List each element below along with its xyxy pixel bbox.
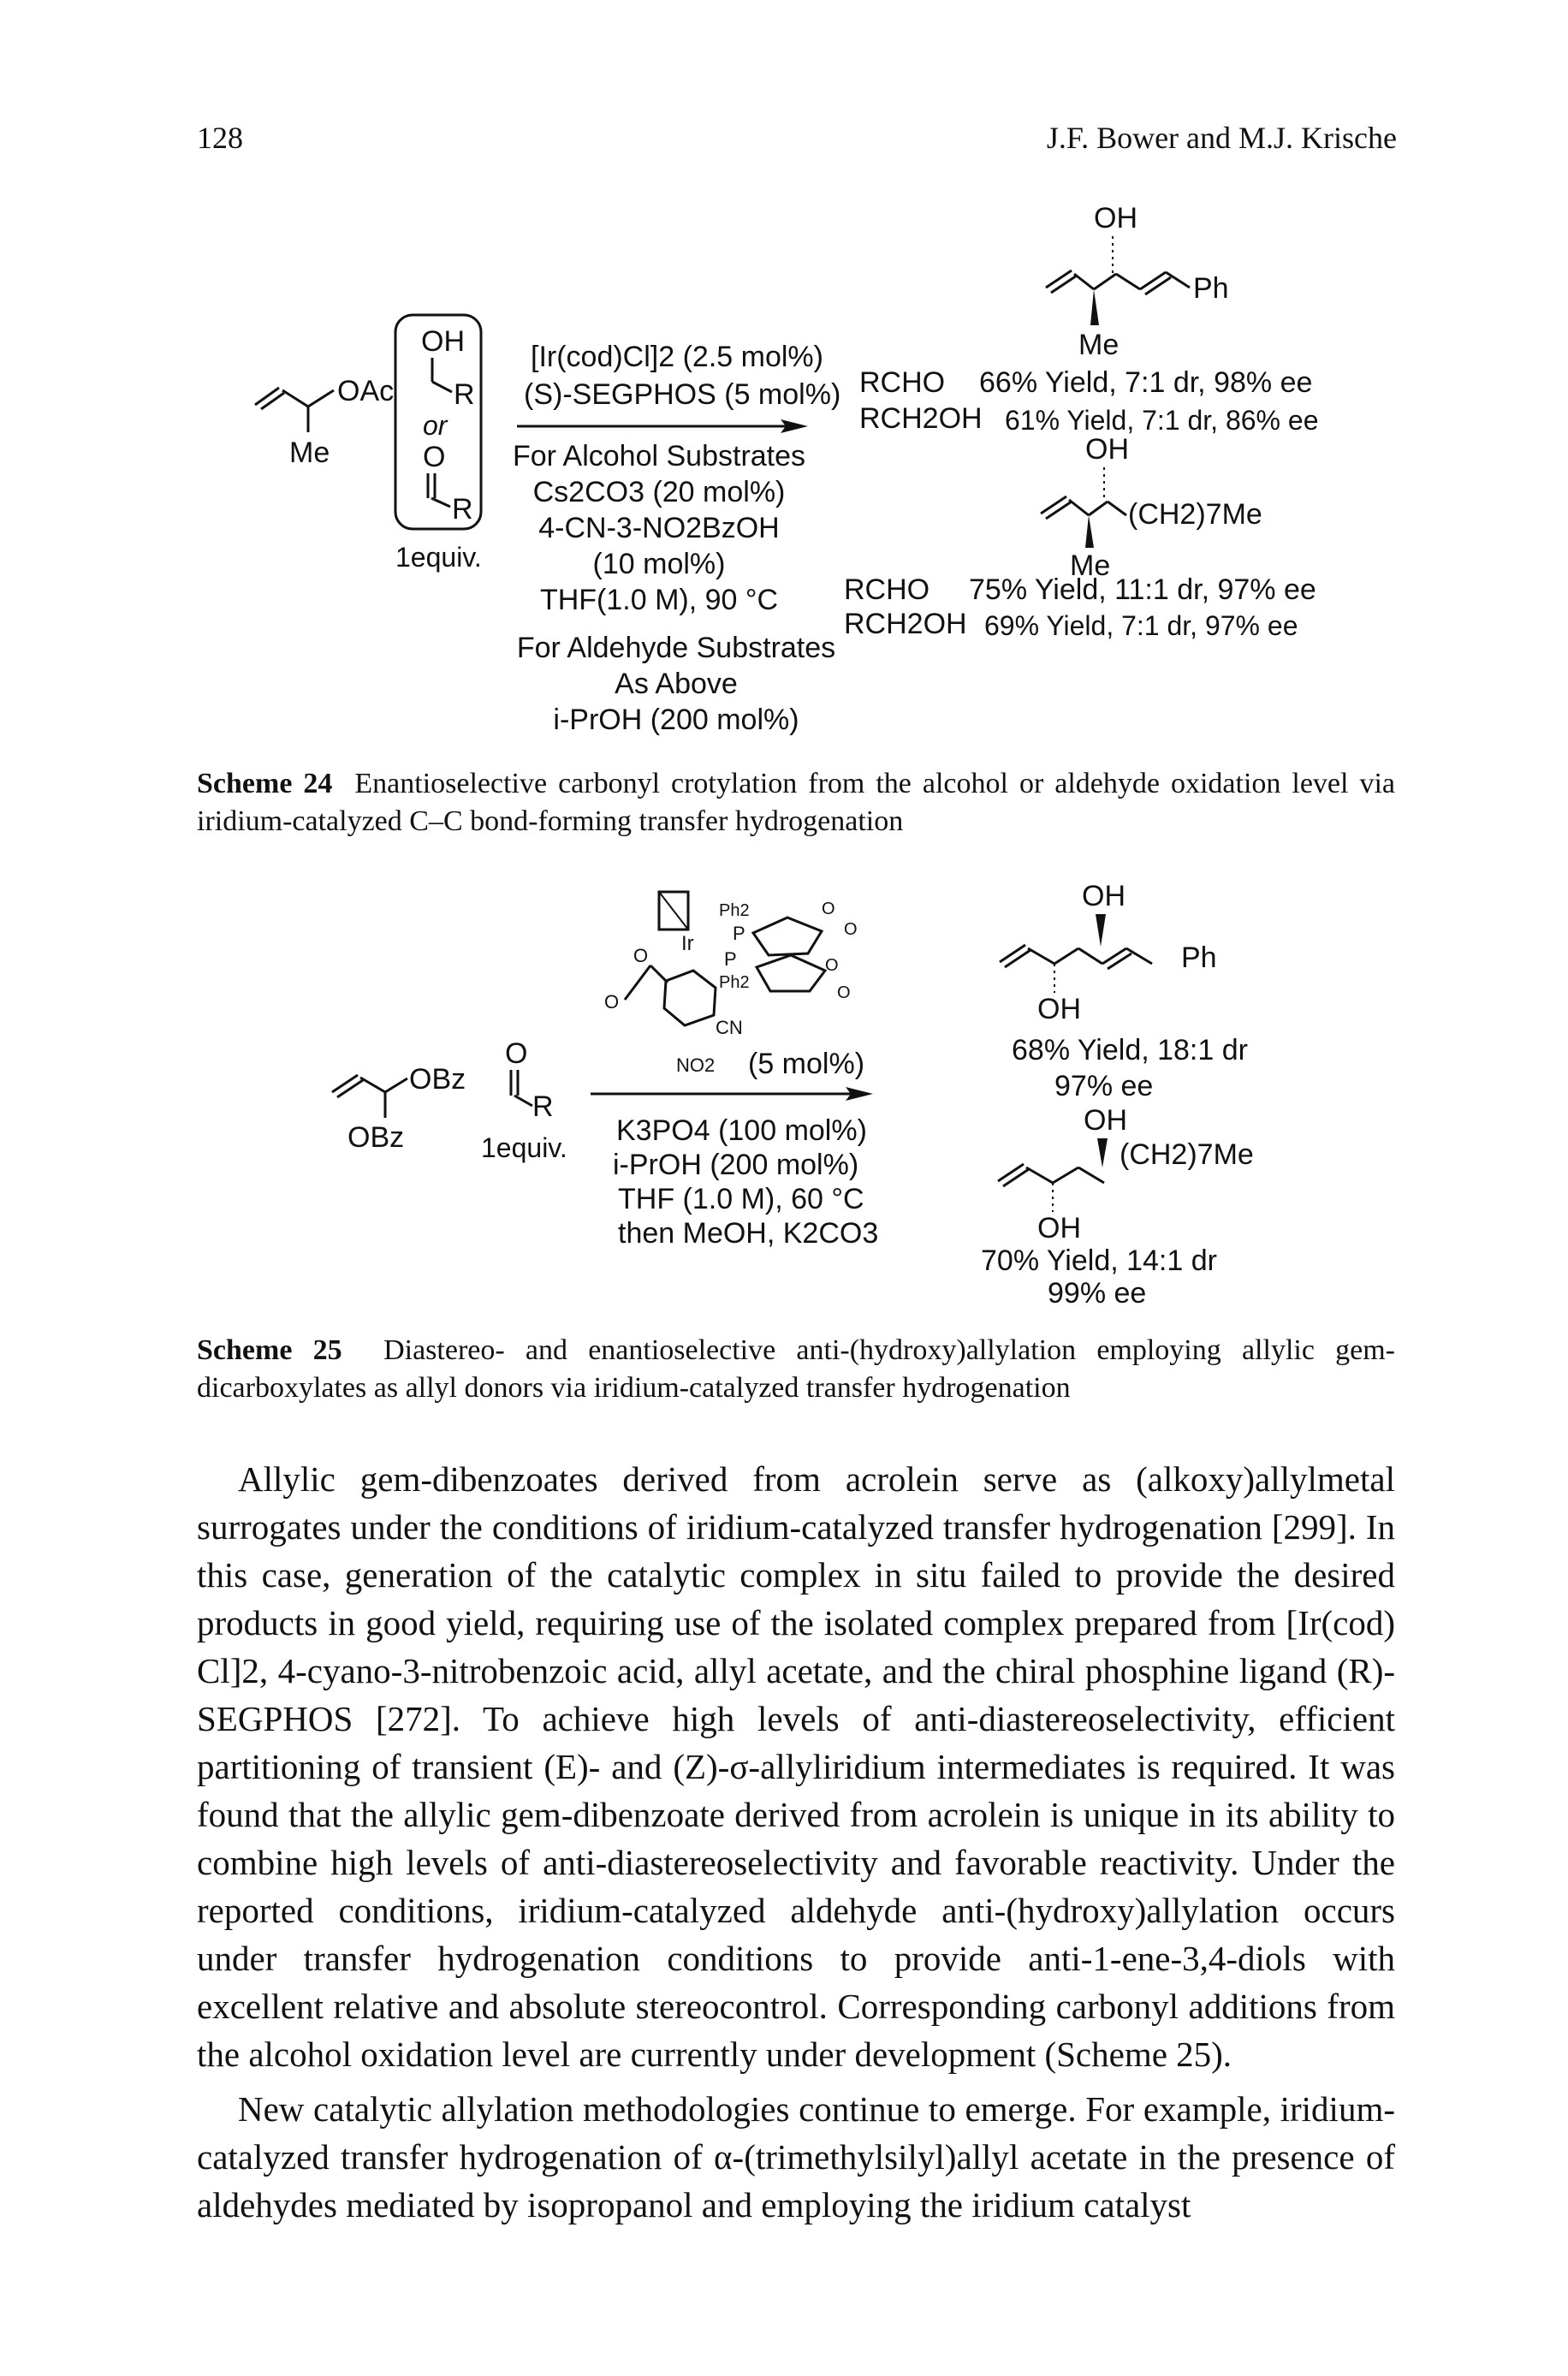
scheme-24-caption: Scheme 24 Enantioselective carbonyl crot… xyxy=(197,765,1395,841)
cat-no2: NO2 xyxy=(676,1054,715,1076)
bracket-or: or xyxy=(423,410,448,441)
p2-row2-result: 69% Yield, 7:1 dr, 97% ee xyxy=(984,610,1298,641)
scheme25-product1: OH Ph OH 68% Yield, 18:1 dr 97% ee xyxy=(999,882,1248,1102)
p1-oh: OH xyxy=(1094,202,1137,235)
scheme-25-caption: Scheme 25 Diastereo- and enantioselectiv… xyxy=(197,1332,1395,1407)
p25-1-oh-bottom: OH xyxy=(1037,993,1081,1025)
scheme24-reagent-bracket: OH R or O R 1equiv. xyxy=(394,313,483,573)
scheme-25-label: Scheme 25 xyxy=(197,1334,342,1366)
bracket-equiv: 1equiv. xyxy=(395,542,482,573)
cond25-2: i-PrOH (200 mol%) xyxy=(613,1149,858,1181)
cat-p1: P xyxy=(733,923,745,944)
reaction-arrowhead-25 xyxy=(846,1087,873,1101)
aldehyde-r: R xyxy=(532,1090,554,1123)
bracket-o: O xyxy=(423,441,445,473)
p2-row2-sub: RCH2OH xyxy=(844,608,967,640)
cond25-4: then MeOH, K2CO3 xyxy=(618,1217,878,1250)
bracket-oh: OH xyxy=(421,325,465,358)
p2-row1-sub: RCHO xyxy=(844,573,930,606)
p1-ph: Ph xyxy=(1193,272,1229,305)
p1-row1-sub: RCHO xyxy=(859,366,945,399)
cond-alcohol-3: (10 mol%) xyxy=(593,548,726,580)
p2-chain: (CH2)7Me xyxy=(1128,498,1262,531)
p2-me: Me xyxy=(1070,549,1110,582)
cond-aldehyde-header: For Aldehyde Substrates xyxy=(517,632,835,664)
page-number: 128 xyxy=(197,121,243,155)
scheme24-product2: OH (CH2)7Me Me RCHO 75% Yield, 11:1 dr, … xyxy=(844,433,1316,641)
scheme-25-caption-text: Diastereo- and enantioselective anti-(hy… xyxy=(197,1334,1396,1404)
scheme-24-label: Scheme 24 xyxy=(197,768,333,799)
cat-o5: O xyxy=(633,945,648,966)
p1-row2-result: 61% Yield, 7:1 dr, 86% ee xyxy=(1005,405,1318,436)
cat-o6: O xyxy=(604,991,619,1013)
scheme25-product2: OH (CH2)7Me OH 70% Yield, 14:1 dr 99% ee xyxy=(981,1104,1254,1310)
scheme25-aldehyde: O R 1equiv. xyxy=(481,1037,567,1163)
cat-o1: O xyxy=(822,900,835,918)
p25-1-result2: 97% ee xyxy=(1054,1070,1153,1102)
body-paragraph-2: New catalytic allylation methodologies c… xyxy=(197,2089,1395,2225)
p1-row1-result: 66% Yield, 7:1 dr, 98% ee xyxy=(979,366,1312,399)
body-text: Allylic gem-dibenzoates derived from acr… xyxy=(197,1455,1395,2229)
p2-row1-result: 75% Yield, 11:1 dr, 97% ee xyxy=(969,573,1316,606)
cond-ligand: (S)-SEGPHOS (5 mol%) xyxy=(524,378,840,411)
substrate-oac: OAc xyxy=(337,375,394,407)
body-paragraph-1: Allylic gem-dibenzoates derived from acr… xyxy=(197,1459,1395,2074)
cat-loading: (5 mol%) xyxy=(748,1048,864,1080)
cond-alcohol-4: THF(1.0 M), 90 °C xyxy=(540,584,778,616)
cat-p2: P xyxy=(724,948,737,970)
cond-aldehyde-1: As Above xyxy=(615,668,738,700)
scheme25-conditions: K3PO4 (100 mol%) i-PrOH (200 mol%) THF (… xyxy=(591,1087,878,1250)
cond-alcohol-2: 4-CN-3-NO2BzOH xyxy=(538,512,779,544)
bracket-r2: R xyxy=(452,493,473,526)
cond-aldehyde-2: i-PrOH (200 mol%) xyxy=(553,704,799,736)
cat-o2: O xyxy=(844,920,858,939)
cond25-1: K3PO4 (100 mol%) xyxy=(616,1114,867,1147)
scheme24-conditions: [Ir(cod)Cl]2 (2.5 mol%) (S)-SEGPHOS (5 m… xyxy=(513,341,840,736)
scheme24-product1: OH Ph Me RCHO 66% Yield, 7:1 dr, 98% ee … xyxy=(859,202,1318,436)
cat-cn: CN xyxy=(716,1017,743,1038)
cat-ir: Ir xyxy=(681,932,694,955)
scheme25-substrate: OBz OBz xyxy=(331,1063,466,1154)
substrate-me: Me xyxy=(289,437,330,469)
aldehyde-equiv: 1equiv. xyxy=(481,1132,567,1163)
aldehyde-o: O xyxy=(505,1037,527,1070)
scheme-24-caption-text: Enantioselective carbonyl crotylation fr… xyxy=(197,768,1395,837)
cond-catalyst: [Ir(cod)Cl]2 (2.5 mol%) xyxy=(531,341,823,373)
cond-alcohol-1: Cs2CO3 (20 mol%) xyxy=(533,476,786,508)
substrate-obz-1: OBz xyxy=(409,1063,466,1096)
bracket-r1: R xyxy=(454,378,475,411)
cat-ph2-top: Ph2 xyxy=(719,901,750,920)
p25-1-ph: Ph xyxy=(1181,941,1217,974)
scheme24-substrate: OAc Me xyxy=(254,375,394,469)
p25-2-result1: 70% Yield, 14:1 dr xyxy=(981,1244,1217,1277)
p25-1-result1: 68% Yield, 18:1 dr xyxy=(1012,1034,1248,1066)
reaction-arrowhead xyxy=(781,419,808,433)
p1-row2-sub: RCH2OH xyxy=(859,402,983,435)
scheme-24-figure: OAc Me OH R or O R 1equiv. [Ir(cod)Cl]2 … xyxy=(254,202,1318,736)
cat-o3: O xyxy=(825,956,839,975)
p1-me: Me xyxy=(1078,329,1119,361)
p2-oh: OH xyxy=(1085,433,1129,466)
p25-2-chain: (CH2)7Me xyxy=(1120,1138,1254,1171)
cat-ph2-bottom: Ph2 xyxy=(719,973,750,992)
p25-2-oh-top: OH xyxy=(1084,1104,1127,1137)
p25-2-oh-bottom: OH xyxy=(1037,1212,1081,1244)
scheme25-catalyst: Ir Ph2 P P Ph2 O O O O O O CN NO2 (5 mol… xyxy=(604,890,864,1080)
running-header-authors: J.F. Bower and M.J. Krische xyxy=(1046,121,1397,155)
p25-2-result2: 99% ee xyxy=(1048,1277,1146,1310)
cond-alcohol-header: For Alcohol Substrates xyxy=(513,440,805,472)
scheme-25-figure: OBz OBz O R 1equiv. Ir Ph2 P P Ph2 O O O… xyxy=(331,882,1254,1310)
cond25-3: THF (1.0 M), 60 °C xyxy=(618,1183,864,1215)
substrate-obz-2: OBz xyxy=(347,1121,404,1154)
p25-1-oh-top: OH xyxy=(1082,882,1126,912)
cat-o4: O xyxy=(837,983,851,1002)
